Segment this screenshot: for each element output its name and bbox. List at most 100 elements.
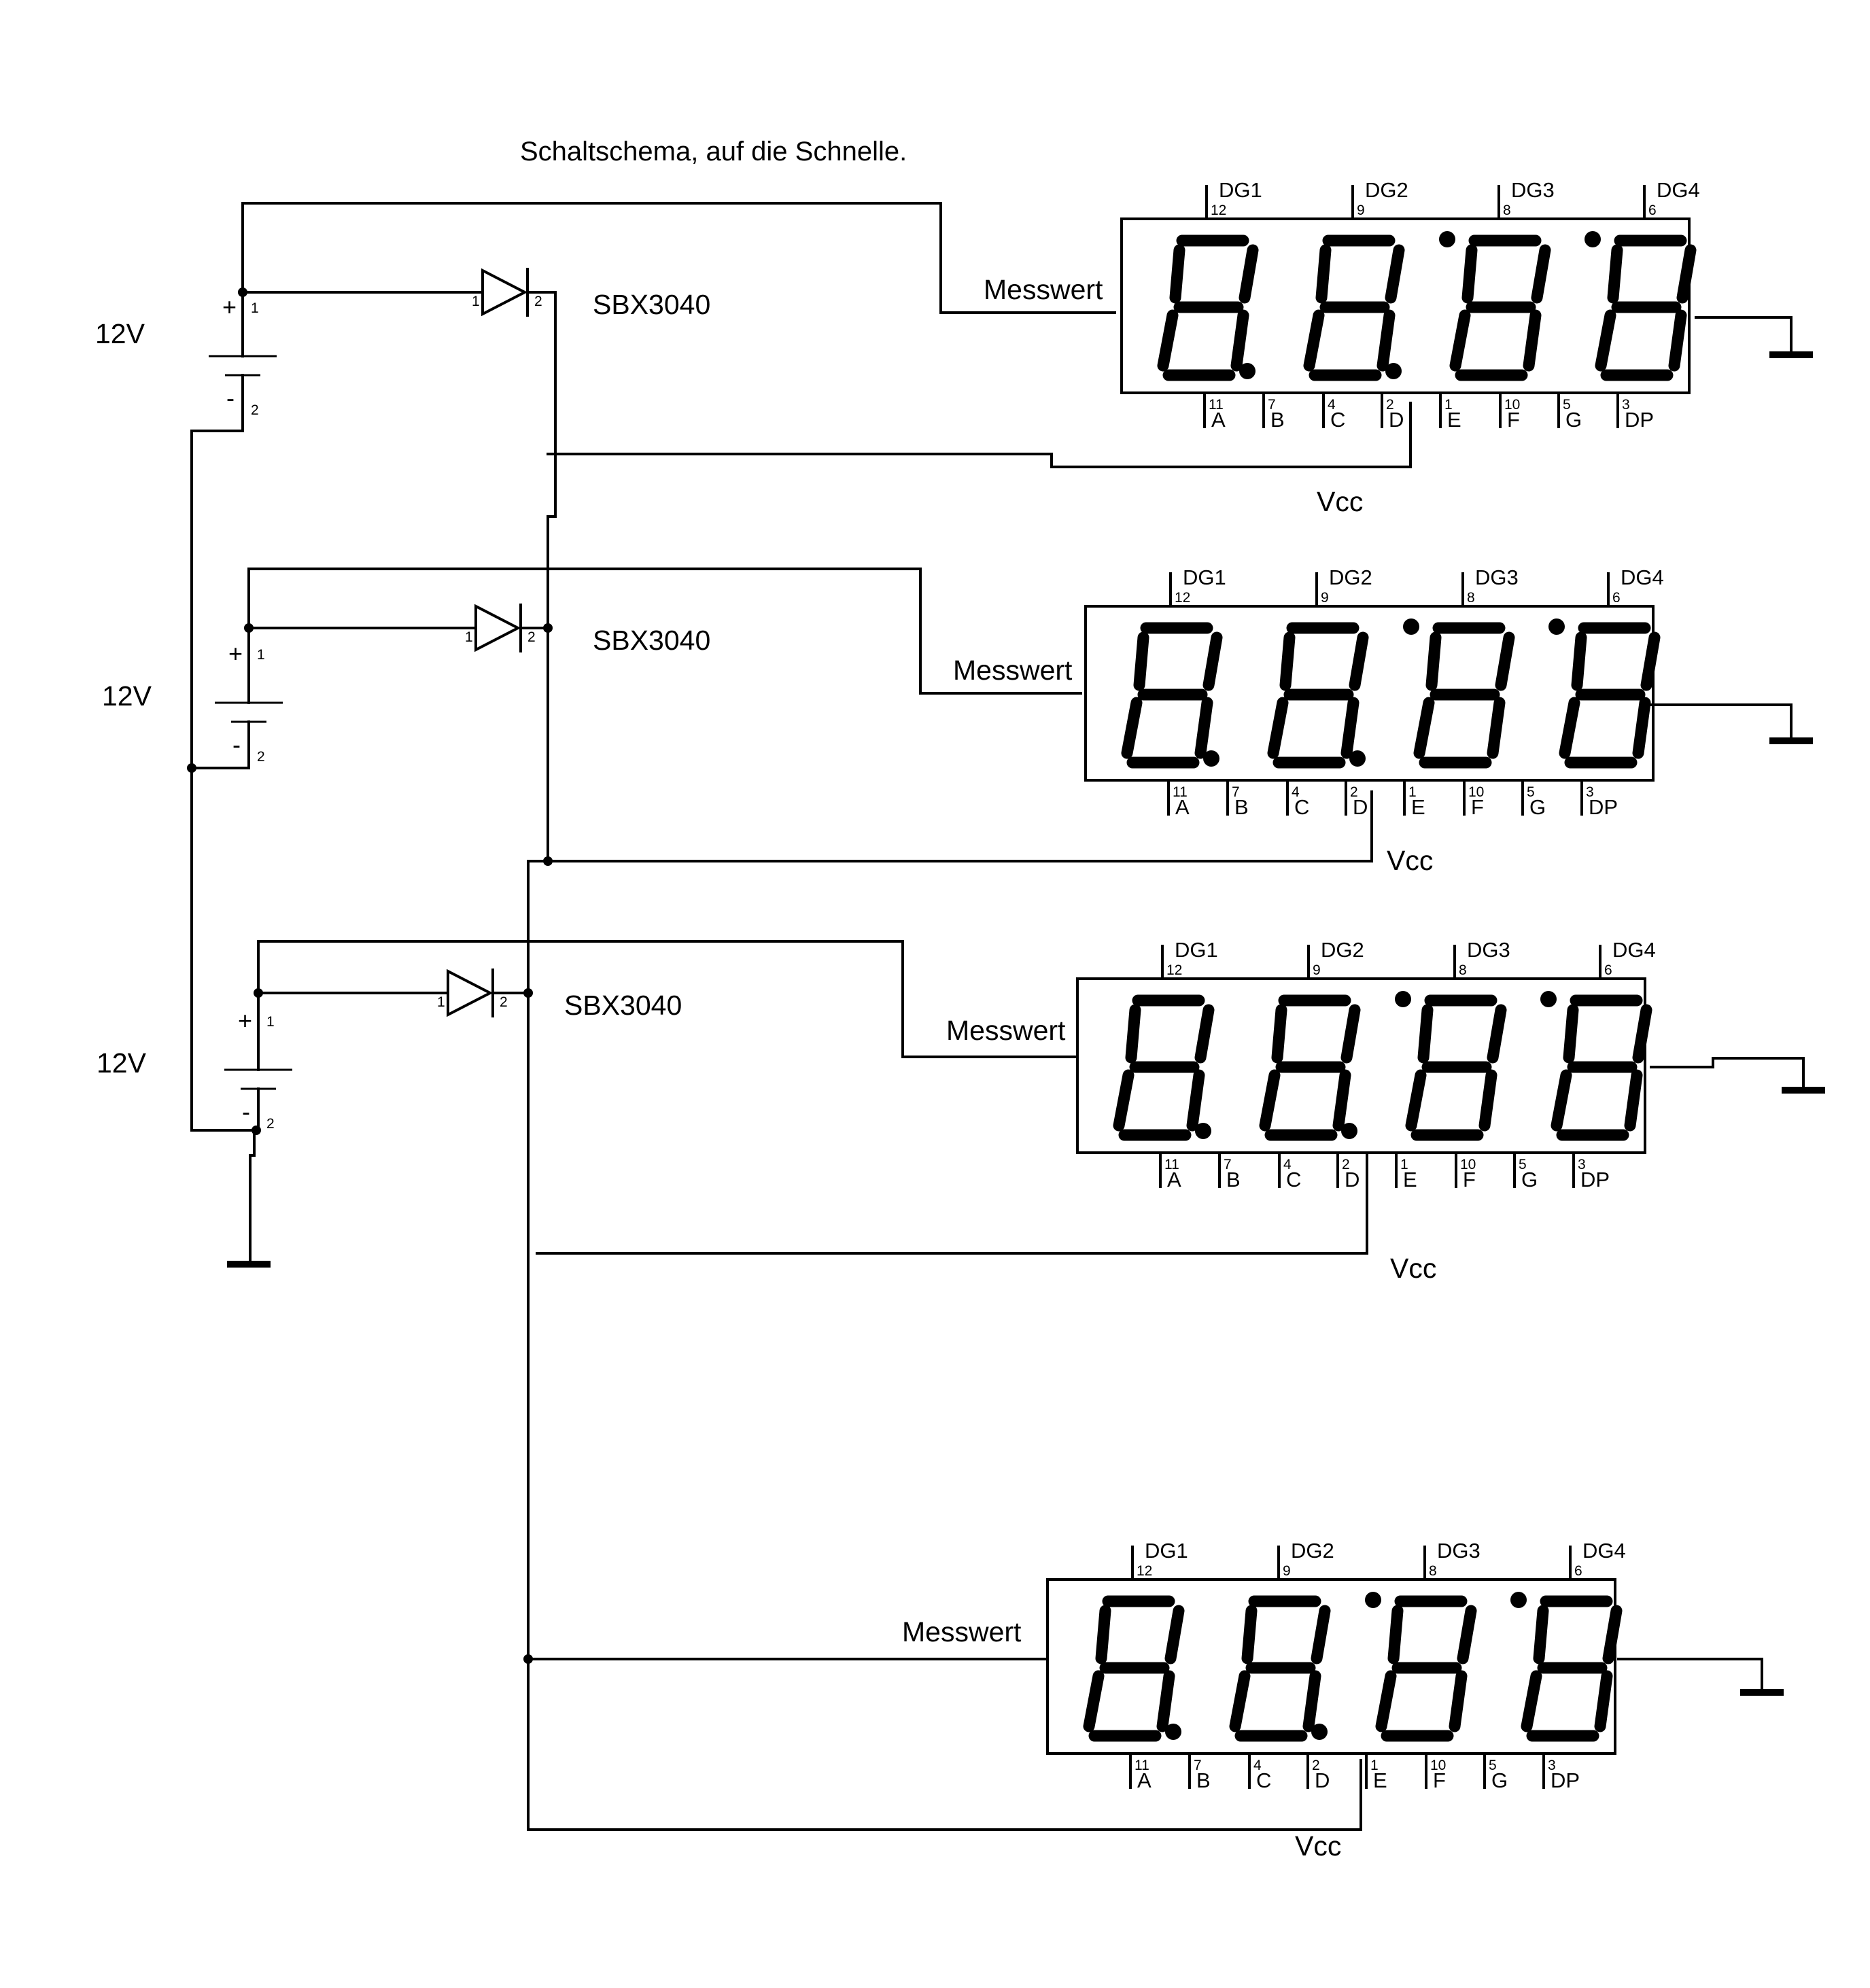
segment-pin-label: D <box>1315 1768 1330 1792</box>
decimal-point <box>1548 618 1565 635</box>
pin-number: 1 <box>437 994 445 1010</box>
segment-c <box>1624 1069 1643 1132</box>
pin-number: 10 <box>1430 1758 1446 1773</box>
digit-pin-label: DG1 <box>1175 938 1218 962</box>
segment-f <box>1417 1004 1434 1064</box>
pin-number: 2 <box>1312 1758 1320 1773</box>
vcc-label: Vcc <box>1317 486 1363 517</box>
minus-sign: - <box>232 731 241 758</box>
decimal-point <box>1203 750 1219 767</box>
segment-pin-label: A <box>1211 408 1226 432</box>
pin-number: 2 <box>527 629 536 645</box>
pin-number: 12 <box>1211 203 1226 218</box>
segment-f <box>1271 1004 1287 1064</box>
battery-1: 12V+-12 <box>95 293 277 418</box>
digit-4 <box>1540 991 1652 1141</box>
pin-number: 10 <box>1468 784 1484 800</box>
decimal-point <box>1341 1123 1357 1139</box>
segment-c <box>1523 309 1542 372</box>
segment-b <box>1676 244 1697 304</box>
pin-number: 1 <box>472 294 480 309</box>
pin-number: 8 <box>1467 590 1475 606</box>
segment-c <box>1487 697 1506 759</box>
vcc-label: Vcc <box>1390 1253 1436 1284</box>
decimal-point <box>1165 1724 1181 1740</box>
digit-pin-label: DG3 <box>1475 565 1519 589</box>
seven-segment-display-1: DG112DG29DG38DG4611A7B4C2D1E10F5G3DPMess… <box>984 178 1813 517</box>
decimal-point <box>1311 1724 1328 1740</box>
segment-b <box>1194 1004 1215 1064</box>
displays: DG112DG29DG38DG4611A7B4C2D1E10F5G3DPMess… <box>902 178 1825 1862</box>
digit-pin-label: DG3 <box>1467 938 1510 962</box>
pin-number: 10 <box>1460 1157 1476 1172</box>
pin-number: 9 <box>1321 590 1329 606</box>
pin-number: 5 <box>1519 1157 1527 1172</box>
pin-number: 2 <box>257 749 265 765</box>
segment-b <box>1632 1004 1652 1064</box>
segment-e <box>1595 309 1616 372</box>
supply-voltage-label: 12V <box>102 680 152 712</box>
pin-number: 11 <box>1135 1758 1149 1773</box>
minus-sign: - <box>242 1098 250 1126</box>
segment-pin-label: E <box>1403 1168 1417 1191</box>
pin-number: 2 <box>251 402 259 418</box>
segment-c <box>1230 309 1249 372</box>
segment-pin-label: F <box>1463 1168 1476 1191</box>
seven-segment-display-3: DG112DG29DG38DG4611A7B4C2D1E10F5G3DPMess… <box>946 938 1825 1284</box>
digit-pin-label: DG2 <box>1329 565 1372 589</box>
segment-b <box>1495 631 1515 691</box>
segment-e <box>1303 309 1325 372</box>
seven-segment-display-2: DG112DG29DG38DG4611A7B4C2D1E10F5G3DPMess… <box>953 565 1813 876</box>
pin-number: 6 <box>1604 962 1612 978</box>
pin-number: 7 <box>1224 1157 1232 1172</box>
pin-number: 1 <box>1408 784 1417 800</box>
supply-voltage-label: 12V <box>95 318 145 349</box>
segment-b <box>1602 1605 1623 1664</box>
digit-pin-label: DG2 <box>1321 938 1364 962</box>
segment-pin-label: D <box>1345 1168 1360 1191</box>
digit-pin-label: DG1 <box>1145 1539 1188 1563</box>
pin-number: 3 <box>1578 1157 1586 1172</box>
pin-number: 8 <box>1429 1563 1437 1579</box>
segment-f <box>1571 631 1587 691</box>
digit-1 <box>1113 994 1215 1141</box>
digit-1 <box>1121 622 1223 769</box>
digit-2 <box>1259 994 1361 1141</box>
decimal-point <box>1585 231 1601 247</box>
digit-2 <box>1229 1595 1331 1742</box>
segment-e <box>1267 697 1289 759</box>
segment-f <box>1279 631 1296 691</box>
segment-f <box>1461 244 1478 304</box>
segment-pin-label: G <box>1529 795 1546 819</box>
decimal-point <box>1365 1592 1381 1608</box>
segment-pin-label: G <box>1491 1768 1508 1792</box>
digit-pin-label: DG1 <box>1219 178 1262 202</box>
segment-e <box>1559 697 1580 759</box>
segment-e <box>1259 1069 1281 1132</box>
pin-number: 4 <box>1292 784 1300 800</box>
pin-number: 6 <box>1574 1563 1582 1579</box>
segment-f <box>1133 631 1149 691</box>
pin-number: 12 <box>1137 1563 1152 1579</box>
pin-number: 11 <box>1164 1157 1179 1172</box>
pin-number: 1 <box>1370 1758 1379 1773</box>
segment-c <box>1594 1670 1613 1732</box>
measurement-input-label: Messwert <box>902 1616 1022 1647</box>
pin-number: 4 <box>1253 1758 1262 1773</box>
pin-number: 11 <box>1173 784 1188 800</box>
digit-pin-label: DG4 <box>1621 565 1664 589</box>
digit-4 <box>1548 618 1661 769</box>
pin-number: 1 <box>1400 1157 1408 1172</box>
measurement-input-label: Messwert <box>946 1015 1066 1046</box>
segment-pin-label: A <box>1175 795 1190 819</box>
segment-c <box>1302 1670 1321 1732</box>
pin-number: 11 <box>1209 397 1224 413</box>
segment-pin-label: F <box>1507 408 1520 432</box>
digit-2 <box>1267 622 1369 769</box>
segment-f <box>1125 1004 1141 1064</box>
segment-e <box>1551 1069 1572 1132</box>
pin-number: 1 <box>257 647 265 663</box>
segment-e <box>1157 309 1179 372</box>
